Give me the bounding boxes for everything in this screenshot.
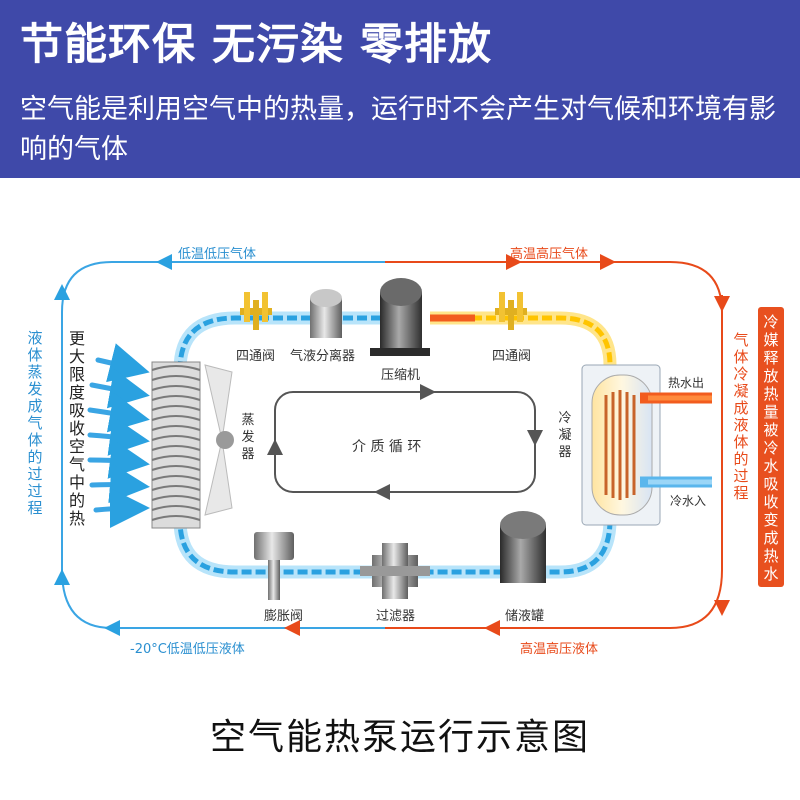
- label-compressor: 压缩机: [381, 368, 421, 383]
- flow-label-bottom-right: 高温高压液体: [520, 642, 599, 657]
- evaporator-coil-icon: [151, 361, 201, 529]
- refrigerant-note-box: [758, 307, 784, 587]
- fan-icon: [204, 364, 234, 516]
- page-subtitle: 空气能是利用空气中的热量，运行时不会产生对气候和环境有影响的气体: [20, 94, 776, 165]
- four-way-valve-right-icon: [495, 292, 527, 330]
- label-four-way-valve-right: 四通阀: [492, 349, 532, 364]
- outer-loop-cold: [61, 261, 385, 629]
- label-absorb: 更大限度吸收空气中的热: [68, 329, 85, 528]
- page-title: 节能环保 无污染 零排放: [20, 20, 492, 70]
- label-evaporator: 蒸发器: [241, 413, 255, 462]
- flow-label-bottom-left: -20°C低温低压液体: [130, 642, 245, 657]
- label-cycle: 介 质 循 环: [352, 439, 422, 455]
- label-hot-water-out: 热水出: [668, 376, 705, 390]
- air-intake-arrows: [87, 343, 150, 529]
- label-expansion-valve: 膨胀阀: [264, 609, 304, 624]
- outer-loop-hot: [385, 261, 723, 629]
- label-receiver: 储液罐: [505, 609, 545, 624]
- label-refrigerant-note: 冷媒释放热量被冷水吸收变成热水: [763, 313, 779, 583]
- label-side-right: 气体冷凝成液体的过程: [733, 331, 749, 502]
- header-banner: 节能环保 无污染 零排放 空气能是利用空气中的热量，运行时不会产生对气候和环境有…: [0, 0, 800, 178]
- label-four-way-valve-left: 四通阀: [236, 349, 276, 364]
- expansion-valve-icon: [254, 532, 294, 600]
- label-cold-water-in: 冷水入: [670, 494, 707, 508]
- flow-label-top-right: 高温高压气体: [510, 247, 589, 262]
- label-filter: 过滤器: [376, 609, 416, 624]
- label-condenser: 冷凝器: [558, 411, 572, 460]
- gas-liquid-separator-icon: [310, 289, 342, 338]
- receiver-tank-icon: [500, 511, 546, 583]
- label-gas-liquid-separator: 气液分离器: [290, 349, 356, 364]
- flow-label-top-left: 低温低压气体: [178, 247, 257, 262]
- four-way-valve-left-icon: [240, 292, 272, 330]
- compressor-icon: [370, 278, 430, 356]
- condenser-tank-icon: [581, 364, 661, 526]
- filter-icon: [360, 543, 430, 599]
- diagram-caption: 空气能热泵运行示意图: [209, 717, 590, 758]
- label-side-left: 液体蒸发成气体的过过程: [27, 329, 43, 517]
